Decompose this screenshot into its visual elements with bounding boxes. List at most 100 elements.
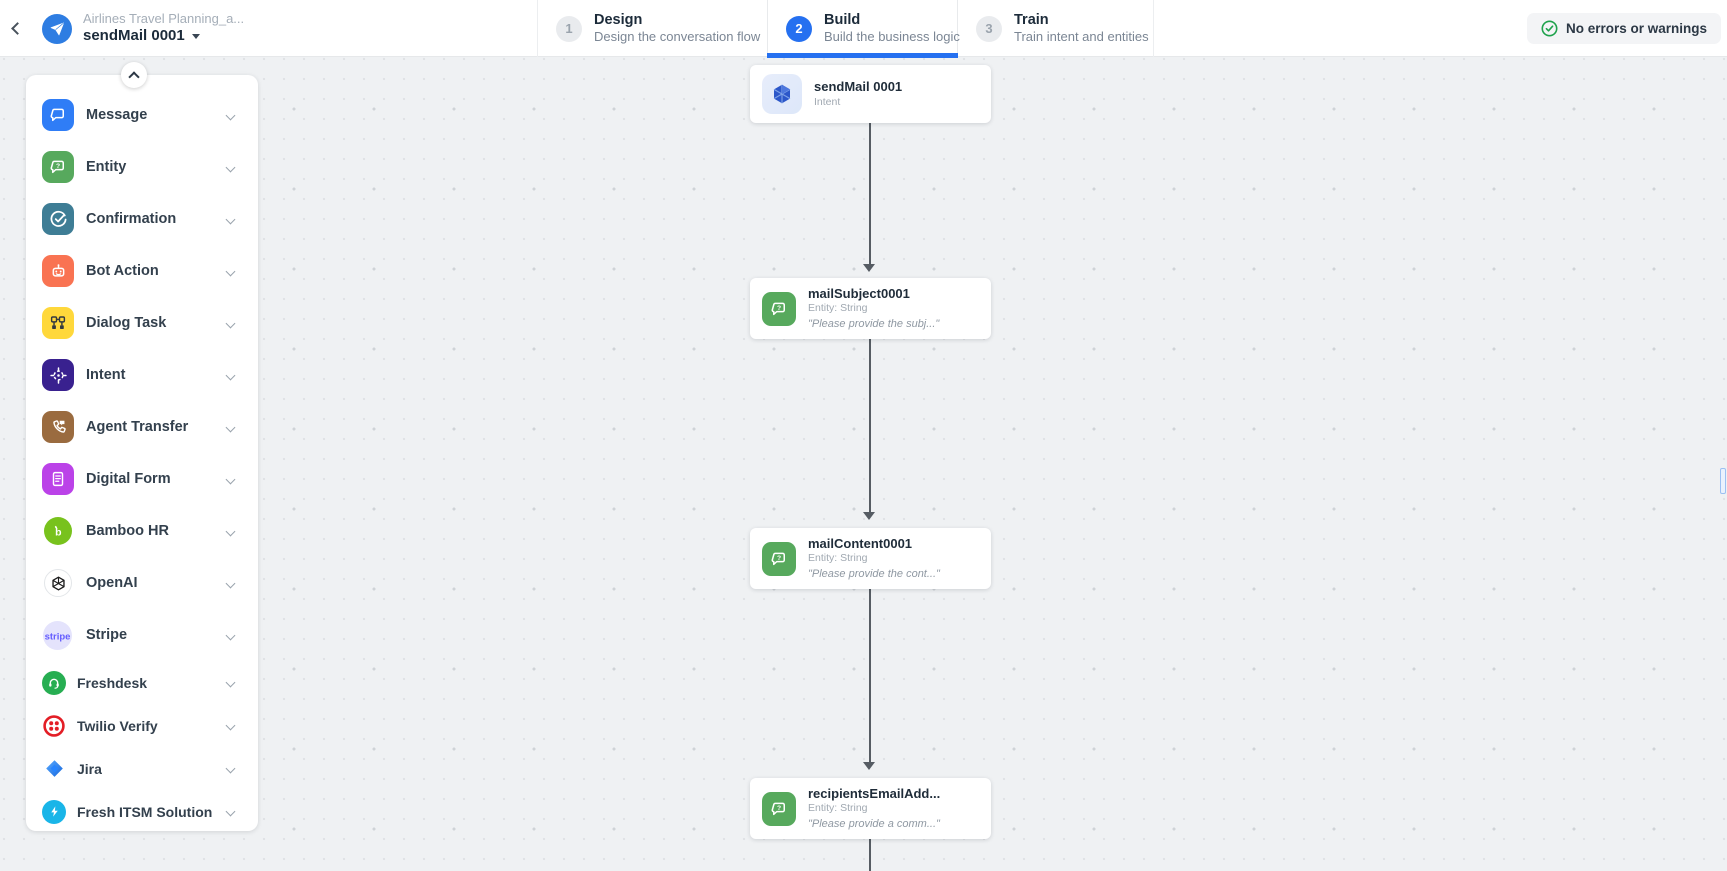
chevron-left-icon (10, 22, 24, 35)
connector-arrowhead (863, 762, 875, 770)
dialog-task-icon (50, 316, 66, 329)
palette-item-digital-form[interactable]: Digital Form (26, 453, 258, 505)
chevron-down-icon (225, 677, 236, 688)
tab-train[interactable]: 3 Train Train intent and entities (958, 0, 1154, 57)
connector-arrowhead (863, 264, 875, 272)
tab-build[interactable]: 2 Build Build the business logic (767, 0, 960, 58)
stripe-icon: stripe (45, 631, 71, 642)
palette-label: Jira (77, 760, 102, 777)
palette-item-agent-transfer[interactable]: Agent Transfer (26, 401, 258, 453)
palette-item-openai[interactable]: OpenAI (26, 557, 258, 609)
palette-item-fresh-itsm[interactable]: Fresh ITSM Solution (26, 790, 258, 833)
flow-name-dropdown[interactable]: sendMail 0001 (83, 27, 244, 44)
node-type: Entity: String (808, 552, 868, 565)
digital-form-icon (52, 471, 64, 487)
chevron-down-icon (225, 318, 236, 328)
chevron-down-icon (225, 630, 236, 640)
palette-label: Entity (86, 159, 127, 175)
fresh-itsm-icon (50, 806, 58, 817)
chevron-down-icon (225, 214, 236, 224)
step-title-train: Train (1014, 12, 1049, 29)
twilio-icon (43, 714, 65, 737)
stepper: 1 Design Design the conversation flow 2 … (537, 0, 1154, 58)
palette-item-bamboo-hr[interactable]: b Bamboo HR (26, 505, 258, 557)
svg-text:stripe: stripe (45, 631, 71, 642)
palette-label: Stripe (86, 627, 128, 643)
svg-text:?: ? (56, 163, 60, 170)
intent-node-icon (773, 84, 791, 104)
flow-canvas[interactable] (0, 57, 1727, 871)
step-title-design: Design (594, 12, 643, 29)
flow-node-intent[interactable]: sendMail 0001 Intent (750, 65, 991, 123)
canvas-scrollbar[interactable] (1720, 468, 1726, 494)
palette-label: Digital Form (86, 471, 171, 487)
chevron-down-icon (225, 266, 236, 276)
node-title: mailContent0001 (808, 535, 913, 551)
bot-action-icon (52, 263, 64, 277)
flow-node-mail-subject[interactable]: ? mailSubject0001 Entity: String "Please… (750, 278, 991, 339)
palette-item-entity[interactable]: ? Entity (26, 141, 258, 193)
step-number-2: 2 (786, 15, 812, 42)
flow-node-recipients-email[interactable]: ? recipientsEmailAdd... Entity: String "… (750, 778, 991, 839)
palette-item-intent[interactable]: Intent (26, 349, 258, 401)
entity-node-icon: ? (771, 552, 785, 565)
connector-arrowhead (863, 512, 875, 520)
openai-icon (51, 575, 65, 591)
step-subtitle-build: Build the business logic (824, 29, 960, 45)
intent-icon (49, 366, 67, 384)
collapse-palette-button[interactable] (121, 62, 147, 88)
palette-item-freshdesk[interactable]: Freshdesk (26, 661, 258, 704)
node-type: Entity: String (808, 802, 868, 815)
entity-node-icon: ? (771, 802, 785, 815)
chevron-down-icon (225, 578, 236, 588)
palette-item-dialog-task[interactable]: Dialog Task (26, 297, 258, 349)
chevron-down-icon (225, 763, 236, 774)
flow-node-mail-content[interactable]: ? mailContent0001 Entity: String "Please… (750, 528, 991, 589)
step-title-build: Build (824, 12, 861, 29)
palette-item-message[interactable]: Message (26, 89, 258, 141)
palette-item-stripe[interactable]: stripe Stripe (26, 609, 258, 661)
breadcrumb: Airlines Travel Planning_a... (83, 11, 245, 27)
flow-name: sendMail 0001 (83, 27, 185, 45)
paper-plane-icon (50, 22, 64, 35)
step-subtitle-train: Train intent and entities (1014, 29, 1149, 45)
palette-label: OpenAI (86, 575, 138, 591)
validation-status-badge[interactable]: No errors or warnings (1526, 13, 1721, 44)
chevron-down-icon (225, 474, 236, 484)
palette-label: Fresh ITSM Solution (77, 803, 213, 820)
entity-node-icon: ? (771, 302, 785, 315)
palette-label: Intent (86, 367, 126, 383)
agent-transfer-icon (52, 419, 66, 433)
palette-label: Message (86, 107, 148, 123)
palette-item-confirmation[interactable]: Confirmation (26, 193, 258, 245)
chevron-down-icon (225, 720, 236, 731)
node-type: Intent (814, 95, 841, 108)
palette-label: Twilio Verify (77, 717, 158, 734)
palette-item-jira[interactable]: Jira (26, 747, 258, 790)
step-number-3: 3 (976, 15, 1002, 42)
chevron-down-icon (225, 422, 236, 432)
back-button[interactable] (0, 0, 34, 57)
svg-text:?: ? (777, 805, 781, 812)
palette-label: Bot Action (86, 263, 159, 279)
tab-design[interactable]: 1 Design Design the conversation flow (537, 0, 767, 57)
jira-icon (45, 760, 63, 777)
svg-text:?: ? (777, 305, 781, 312)
svg-text:?: ? (777, 555, 781, 562)
node-prompt: "Please provide the cont..." (808, 568, 940, 581)
palette-label: Freshdesk (77, 674, 148, 691)
palette-item-twilio-verify[interactable]: Twilio Verify (26, 704, 258, 747)
node-title: recipientsEmailAdd... (808, 785, 941, 801)
node-prompt: "Please provide the subj..." (808, 318, 940, 331)
node-title: sendMail 0001 (814, 78, 903, 94)
connector-line (869, 123, 871, 264)
caret-down-icon (191, 34, 200, 40)
chevron-up-icon (128, 71, 140, 83)
step-subtitle-design: Design the conversation flow (594, 29, 761, 45)
check-circle-icon (1541, 20, 1558, 37)
chevron-down-icon (225, 110, 236, 120)
palette-label: Agent Transfer (86, 419, 189, 435)
status-label: No errors or warnings (1565, 21, 1707, 36)
connector-line (869, 839, 871, 871)
palette-item-bot-action[interactable]: Bot Action (26, 245, 258, 297)
